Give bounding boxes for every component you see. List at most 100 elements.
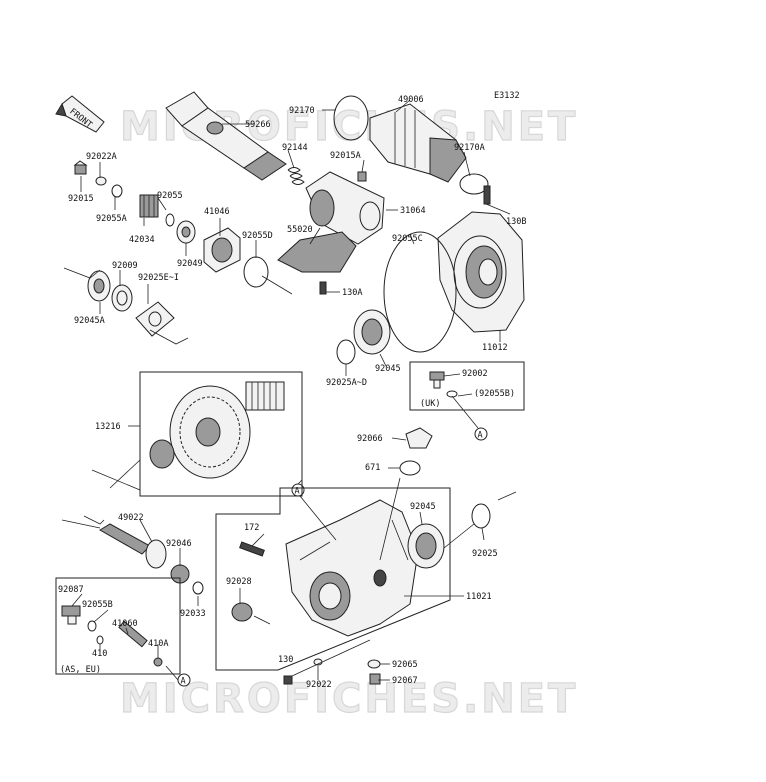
label-130a: 130A bbox=[342, 288, 362, 298]
label-92009: 92009 bbox=[112, 261, 138, 271]
label-92055: 92055 bbox=[157, 191, 183, 201]
part-42034-icon bbox=[139, 194, 159, 218]
leader-lines bbox=[61, 99, 517, 681]
part-92055b-aseu-icon bbox=[87, 620, 97, 632]
label-92045-housing: 92045 bbox=[410, 502, 436, 512]
uk-variant-box bbox=[409, 361, 525, 411]
label-41060: 41060 bbox=[112, 619, 138, 629]
label-as-eu: (AS, EU) bbox=[60, 665, 101, 675]
watermark-bottom: MICROFICHES.NET bbox=[120, 676, 578, 722]
label-92045-top: 92045 bbox=[375, 364, 401, 374]
svg-text:A: A bbox=[478, 431, 483, 441]
svg-text:A: A bbox=[295, 487, 300, 497]
part-11021-housing-icon bbox=[285, 499, 419, 637]
label-92170a: 92170A bbox=[454, 143, 485, 153]
label-671: 671 bbox=[365, 463, 380, 473]
part-92170a-icon bbox=[459, 173, 489, 195]
part-41060-icon bbox=[118, 620, 148, 648]
diagram-code: E3132 bbox=[494, 91, 520, 101]
part-92055c-icon bbox=[383, 231, 457, 353]
label-92055b-uk: (92055B) bbox=[474, 389, 515, 399]
part-92025ad-icon bbox=[336, 339, 356, 365]
label-31064: 31064 bbox=[400, 206, 426, 216]
ref-a-aseu: A bbox=[177, 673, 191, 687]
label-55020: 55020 bbox=[287, 225, 313, 235]
label-92067: 92067 bbox=[392, 676, 418, 686]
part-92055d-icon bbox=[243, 256, 269, 288]
part-130-icon bbox=[283, 675, 293, 685]
part-92028-icon bbox=[231, 602, 253, 622]
part-92055a-icon bbox=[111, 184, 123, 198]
label-11021: 11021 bbox=[466, 592, 492, 602]
part-59266-icon bbox=[165, 91, 287, 181]
part-92015-icon bbox=[73, 160, 88, 175]
part-92066-icon bbox=[405, 427, 433, 449]
part-410a-icon bbox=[153, 657, 163, 667]
housing-box bbox=[215, 487, 451, 671]
label-92025e: 92025E~I bbox=[138, 273, 179, 283]
label-11012: 11012 bbox=[482, 343, 508, 353]
label-92022a: 92022A bbox=[86, 152, 117, 162]
ref-a-uk: A bbox=[474, 427, 488, 441]
label-uk: (UK) bbox=[420, 399, 440, 409]
part-92022a-icon bbox=[95, 176, 107, 186]
part-92144-icon bbox=[287, 167, 305, 185]
part-92049-icon bbox=[176, 220, 196, 244]
part-41046-icon bbox=[203, 227, 241, 273]
part-92025e-icon bbox=[135, 301, 175, 337]
part-671-icon bbox=[399, 460, 421, 476]
label-92066: 92066 bbox=[357, 434, 383, 444]
part-49006-icon bbox=[369, 103, 467, 183]
label-130: 130 bbox=[278, 655, 293, 665]
label-41046: 41046 bbox=[204, 207, 230, 217]
part-92009-icon bbox=[111, 284, 133, 312]
part-labels: 92022A 92015 92055A 92055 42034 92049 41… bbox=[58, 95, 526, 690]
label-92025ad: 92025A~D bbox=[326, 378, 367, 388]
part-92015a-icon bbox=[357, 171, 367, 182]
label-92065: 92065 bbox=[392, 660, 418, 670]
label-92087: 92087 bbox=[58, 585, 84, 595]
label-92046: 92046 bbox=[166, 539, 192, 549]
as-eu-variant-box bbox=[55, 577, 181, 675]
label-172: 172 bbox=[244, 523, 259, 533]
part-130a-icon bbox=[319, 281, 327, 295]
label-92015a: 92015A bbox=[330, 151, 361, 161]
label-59266: 59266 bbox=[245, 120, 271, 130]
front-arrow-icon: FRONT bbox=[55, 95, 105, 133]
part-92065-icon bbox=[367, 659, 381, 669]
label-92028: 92028 bbox=[226, 577, 252, 587]
label-92170: 92170 bbox=[289, 106, 315, 116]
label-92015: 92015 bbox=[68, 194, 94, 204]
label-92055d: 92055D bbox=[242, 231, 273, 241]
label-130b: 130B bbox=[506, 217, 526, 227]
part-92055-icon bbox=[165, 213, 175, 227]
label-92022: 92022 bbox=[306, 680, 332, 690]
label-92055b-aseu: 92055B bbox=[82, 600, 113, 610]
part-92170-icon bbox=[333, 95, 369, 141]
part-92002-icon bbox=[429, 371, 445, 389]
part-55020-icon bbox=[277, 231, 357, 273]
label-42034: 42034 bbox=[129, 235, 155, 245]
label-410a: 410A bbox=[148, 639, 168, 649]
part-92055b-uk-icon bbox=[446, 390, 458, 398]
label-92049: 92049 bbox=[177, 259, 203, 269]
part-410-icon bbox=[96, 635, 104, 645]
part-92087-icon bbox=[61, 605, 81, 625]
label-49022: 49022 bbox=[118, 513, 144, 523]
label-49006: 49006 bbox=[398, 95, 424, 105]
gear-set-box bbox=[139, 371, 303, 497]
part-11012-icon bbox=[437, 211, 525, 333]
part-172-icon bbox=[239, 541, 265, 557]
label-92002: 92002 bbox=[462, 369, 488, 379]
label-92033: 92033 bbox=[180, 609, 206, 619]
part-13216-pinion-icon bbox=[149, 381, 285, 469]
part-49022-icon bbox=[99, 523, 167, 569]
part-92045-top-icon bbox=[353, 309, 391, 355]
part-92025-icon bbox=[471, 503, 491, 529]
part-31064-icon bbox=[305, 171, 385, 245]
ref-a-housing: A bbox=[291, 483, 305, 497]
part-92045a-icon bbox=[87, 270, 111, 302]
label-92045a: 92045A bbox=[74, 316, 105, 326]
label-13216: 13216 bbox=[95, 422, 121, 432]
